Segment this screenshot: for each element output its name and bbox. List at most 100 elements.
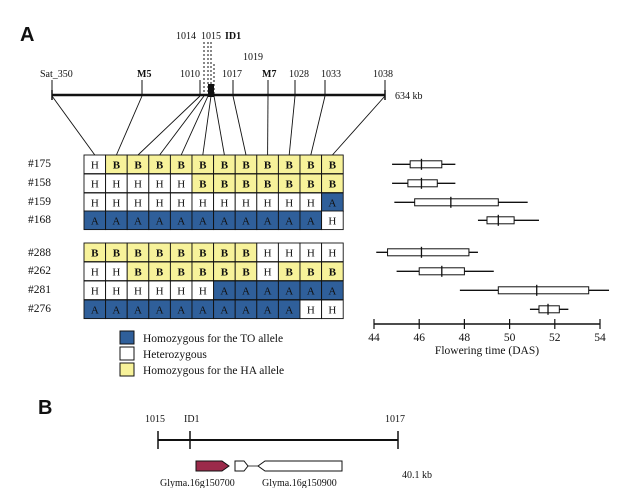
genotype-cell-label: H (177, 285, 185, 297)
genotype-cell-label: B (134, 159, 142, 171)
boxplot-box (538, 305, 560, 314)
genotype-cell-label: A (328, 285, 336, 297)
row-label-159: #159 (28, 196, 51, 208)
guide-line-2 (115, 95, 143, 156)
marker-label-1014: 1014 (176, 31, 196, 42)
genotype-cell-label: H (156, 197, 164, 209)
gene-arrow-small (234, 460, 249, 472)
genotype-cell-label: H (112, 285, 120, 297)
genotype-cell-label: A (91, 304, 99, 316)
gene-label-150700: Glyma.16g150700 (160, 478, 235, 488)
marker-ticks (51, 42, 386, 95)
genotype-cell-label: H (91, 197, 99, 209)
genotype-cell-label: H (91, 159, 99, 171)
flowering-axis-tick-label: 44 (368, 332, 380, 344)
flowering-axis-label: Flowering time (DAS) (435, 345, 539, 357)
row-label-262: #262 (28, 265, 51, 277)
marker-label-b-1015: 1015 (145, 414, 165, 425)
genotype-cell-label: B (156, 159, 164, 171)
marker-label-b-id1: ID1 (184, 414, 200, 425)
legend-label-to: Homozygous for the TO allele (143, 333, 283, 345)
marker-label-1019: 1019 (243, 52, 263, 63)
genotype-cell-label: A (242, 215, 250, 227)
genotype-cell-label: A (177, 304, 185, 316)
genotype-cell-label: A (199, 304, 207, 316)
genotype-cell-label: B (134, 247, 142, 259)
guide-line-12 (332, 95, 386, 156)
row-label-276: #276 (28, 303, 51, 315)
flowering-axis-tick-label: 48 (459, 332, 471, 344)
genotype-cell-label: B (221, 266, 229, 278)
genotype-cell-label: H (285, 197, 293, 209)
marker-label-m7: M7 (262, 69, 276, 80)
marker-label-b-1017: 1017 (385, 414, 405, 425)
marker-guide-lines (51, 95, 386, 156)
genotype-cell-label: H (220, 197, 228, 209)
genotype-cell-label: B (134, 266, 142, 278)
marker-label-id1: ID1 (225, 31, 241, 42)
genotype-cell-label: B (286, 266, 294, 278)
genotype-cell-label: H (199, 197, 207, 209)
guide-line-11 (310, 95, 326, 156)
marker-label-1028: 1028 (289, 69, 309, 80)
genotype-cell-label: H (156, 285, 164, 297)
guide-line-4 (159, 95, 205, 156)
genotype-cell-label: A (112, 215, 120, 227)
guide-line-7 (213, 95, 225, 156)
boxplot-175 (392, 158, 456, 170)
boxplot-box (387, 248, 470, 257)
panel-b-label: B (38, 397, 52, 419)
genotype-cell-label: A (199, 215, 207, 227)
genotype-cell-label: H (264, 266, 272, 278)
map-length-b: 40.1 kb (402, 470, 432, 481)
genotype-cell-label: B (113, 159, 121, 171)
genotype-cell-label: B (156, 266, 164, 278)
genotype-cell-label: B (221, 178, 229, 190)
genotype-cell-label: B (286, 159, 294, 171)
marker-label-1010: 1010 (180, 69, 200, 80)
legend-label-heterozygous: Heterozygous (143, 349, 207, 361)
row-label-281: #281 (28, 284, 51, 296)
genotype-cell-label: B (307, 159, 315, 171)
row-label-158: #158 (28, 177, 51, 189)
guide-line-10 (288, 95, 296, 156)
genotype-cell-label: B (307, 178, 315, 190)
row-label-288: #288 (28, 247, 51, 259)
genotype-cell-label: B (264, 178, 272, 190)
genotype-cell-label: B (264, 159, 272, 171)
row-label-175: #175 (28, 158, 51, 170)
genotype-cell-label: B (156, 247, 164, 259)
gene-label-150900: Glyma.16g150900 (262, 478, 337, 488)
genotype-cell-label: H (112, 197, 120, 209)
genotype-cell-label: B (113, 247, 121, 259)
genotype-cell-label: H (156, 178, 164, 190)
boxplot-281 (459, 284, 610, 296)
map-length-a: 634 kb (395, 91, 423, 102)
genotype-cell-label: H (328, 304, 336, 316)
guide-line-6 (202, 95, 212, 156)
genotype-cell-label: H (177, 197, 185, 209)
genotype-cell-label: A (156, 304, 164, 316)
marker-label-m5: M5 (137, 69, 151, 80)
genotype-cell-label: B (199, 247, 207, 259)
marker-label-sat350: Sat_350 (40, 69, 73, 80)
flowering-axis-tick-label: 52 (549, 332, 561, 344)
genotype-cell-label: A (91, 215, 99, 227)
legend-label-ha: Homozygous for the HA allele (143, 365, 284, 377)
genotype-cell-label: B (242, 247, 250, 259)
row-label-168: #168 (28, 214, 51, 226)
genotype-cell-label: A (285, 215, 293, 227)
boxplot-box (497, 286, 590, 295)
boxplot-168 (477, 214, 539, 226)
genotype-cell-label: B (242, 266, 250, 278)
marker-label-1017: 1017 (222, 69, 242, 80)
genotype-cell-label: A (220, 215, 228, 227)
genotype-cell-label: A (285, 304, 293, 316)
boxplot-box (486, 216, 515, 225)
flowering-axis-tick-label: 50 (504, 332, 516, 344)
legend-swatch-heterozygous (119, 346, 135, 361)
genotype-cell-label: H (307, 304, 315, 316)
genotype-cell-label: H (199, 285, 207, 297)
flowering-axis-tick-label: 46 (413, 332, 425, 344)
